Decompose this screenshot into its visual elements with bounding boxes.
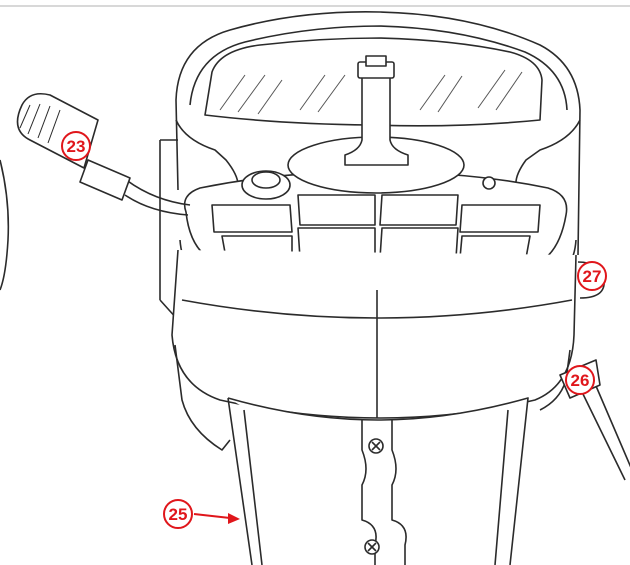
callout-25-arrowhead [228, 513, 240, 524]
callout-26-ring [565, 365, 595, 395]
connector-strain-relief [79, 159, 131, 201]
callout-25-ring [163, 499, 193, 529]
left-side-wall [175, 119, 239, 186]
visor-glass-hatch [219, 69, 523, 115]
callout-27: 27 [577, 261, 607, 291]
indicator-led [482, 176, 496, 190]
device-drawing [16, 11, 630, 565]
side-lever-arm [581, 385, 630, 481]
callout-23: 23 [61, 131, 91, 161]
callout-27-ring [577, 261, 607, 291]
callout-26: 26 [565, 365, 595, 395]
left-edge-object [0, 159, 10, 291]
callout-25-label: 25 [169, 505, 188, 524]
right-side-wall [515, 119, 581, 186]
screw-lower [364, 539, 380, 555]
screw-upper [368, 438, 384, 454]
key-2 [297, 194, 376, 226]
callout-23-label: 23 [67, 137, 86, 156]
key-4 [459, 204, 541, 233]
callout-26-label: 26 [571, 371, 590, 390]
joystick-stem [344, 71, 409, 166]
cable [119, 174, 191, 216]
round-push-button-top [251, 171, 281, 189]
callout-23-ring [61, 131, 91, 161]
rear-shell [175, 11, 581, 256]
mounting-column-inner [243, 409, 509, 565]
column-slot [361, 420, 407, 565]
key-3 [379, 194, 459, 226]
lower-skirt-left [174, 344, 231, 451]
joystick-cap [365, 55, 387, 67]
rear-shell-inner-rim [189, 25, 568, 111]
mounting-column [227, 397, 529, 565]
callout-27-label: 27 [583, 267, 602, 286]
callout-25-leader [193, 513, 231, 519]
housing-lower [171, 249, 577, 419]
keypad [211, 194, 541, 259]
callout-25: 25 [163, 499, 240, 529]
key-1 [211, 204, 293, 233]
housing-ridge [181, 299, 573, 319]
connector-grip-lines [19, 103, 61, 144]
